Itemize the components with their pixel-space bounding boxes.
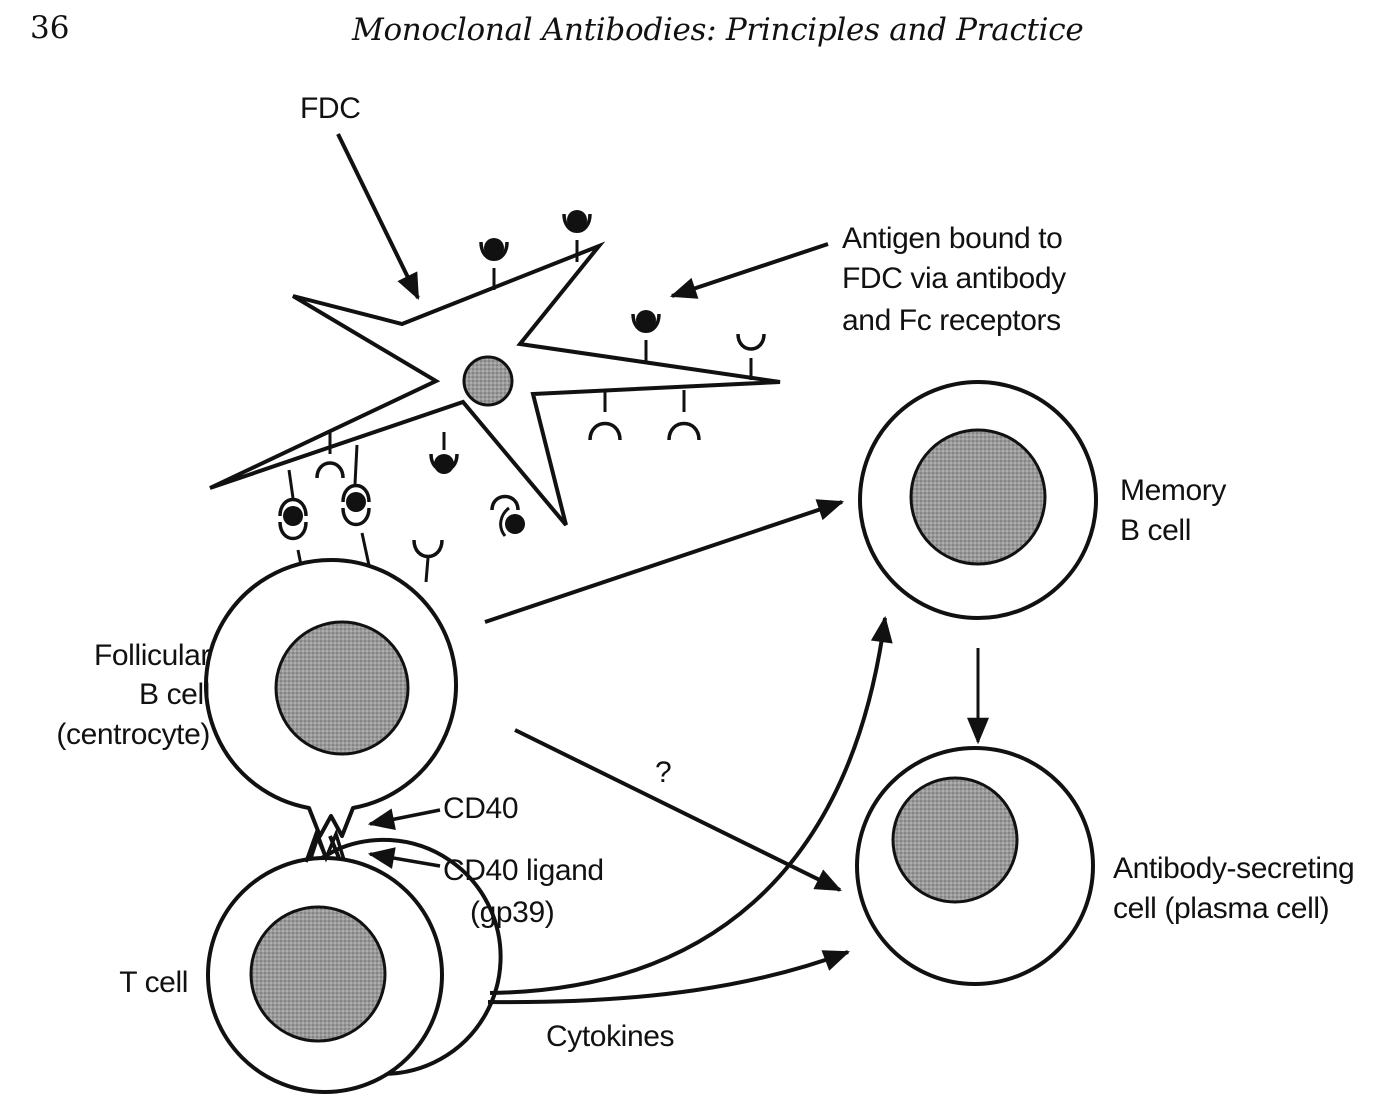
memory-b-cell-nucleus xyxy=(909,428,1047,566)
page-number: 36 xyxy=(30,10,70,46)
bridge-2 xyxy=(341,483,371,527)
fdc-cell xyxy=(209,241,781,527)
fdc-pointer-arrow xyxy=(336,133,420,300)
label-asc-line1: Antibody-secreting xyxy=(1113,852,1354,885)
label-follicular-line1: Follicular xyxy=(94,639,210,672)
receptor-antigen-3 xyxy=(631,308,661,364)
follicular-b-cell-nucleus xyxy=(274,620,410,756)
label-fdc: FDC xyxy=(300,92,360,125)
label-cd40: CD40 xyxy=(443,792,518,825)
label-cd40l-line1: CD40 ligand xyxy=(443,854,604,887)
receptor-antigen-4 xyxy=(429,432,459,474)
label-cd40l-line2: (gp39) xyxy=(470,896,554,929)
memory-b-cell xyxy=(858,380,1098,620)
label-tcell: T cell xyxy=(119,966,188,999)
tcell-to-plasma-arrow xyxy=(487,950,851,1005)
running-title: Monoclonal Antibodies: Principles and Pr… xyxy=(352,12,1084,48)
label-follicular-line3: (centrocyte) xyxy=(56,718,210,751)
plasma-cell-nucleus xyxy=(891,776,1019,904)
antigen-pointer-arrow xyxy=(669,242,829,299)
t-cell-nucleus xyxy=(249,905,387,1043)
fdc-nucleus xyxy=(462,355,514,407)
b-to-memory-arrow xyxy=(484,499,845,624)
fc-receptor-2 xyxy=(667,388,701,442)
label-follicular-line2: B cell xyxy=(139,678,210,711)
label-cytokines: Cytokines xyxy=(546,1020,674,1053)
labels: FDC Antigen bound to FDC via antibody an… xyxy=(56,92,1354,1053)
plasma-cell xyxy=(855,746,1095,986)
cd40-pointer-arrow xyxy=(367,808,441,831)
label-antigen-line3: and Fc receptors xyxy=(842,304,1061,337)
fdc-receptors xyxy=(287,208,766,537)
follicular-b-cell xyxy=(204,557,458,838)
label-antigen-line2: FDC via antibody xyxy=(842,262,1066,295)
label-question: ? xyxy=(655,756,671,789)
tcell-to-memory-arrow xyxy=(489,615,893,995)
b-to-plasma-arrow xyxy=(514,728,842,892)
receptor-antigen-5 xyxy=(490,494,525,537)
bridge-1 xyxy=(278,497,308,541)
receptor-empty-1 xyxy=(736,332,766,382)
t-cell xyxy=(206,828,503,1094)
label-asc-line2: cell (plasma cell) xyxy=(1113,892,1329,925)
cd40l-pointer-arrow xyxy=(367,847,441,869)
label-antigen-line1: Antigen bound to xyxy=(842,222,1062,255)
fc-receptor-1 xyxy=(588,388,622,442)
label-memory-line2: B cell xyxy=(1120,514,1191,547)
arrows xyxy=(336,133,989,1005)
label-memory-line1: Memory xyxy=(1120,474,1226,507)
